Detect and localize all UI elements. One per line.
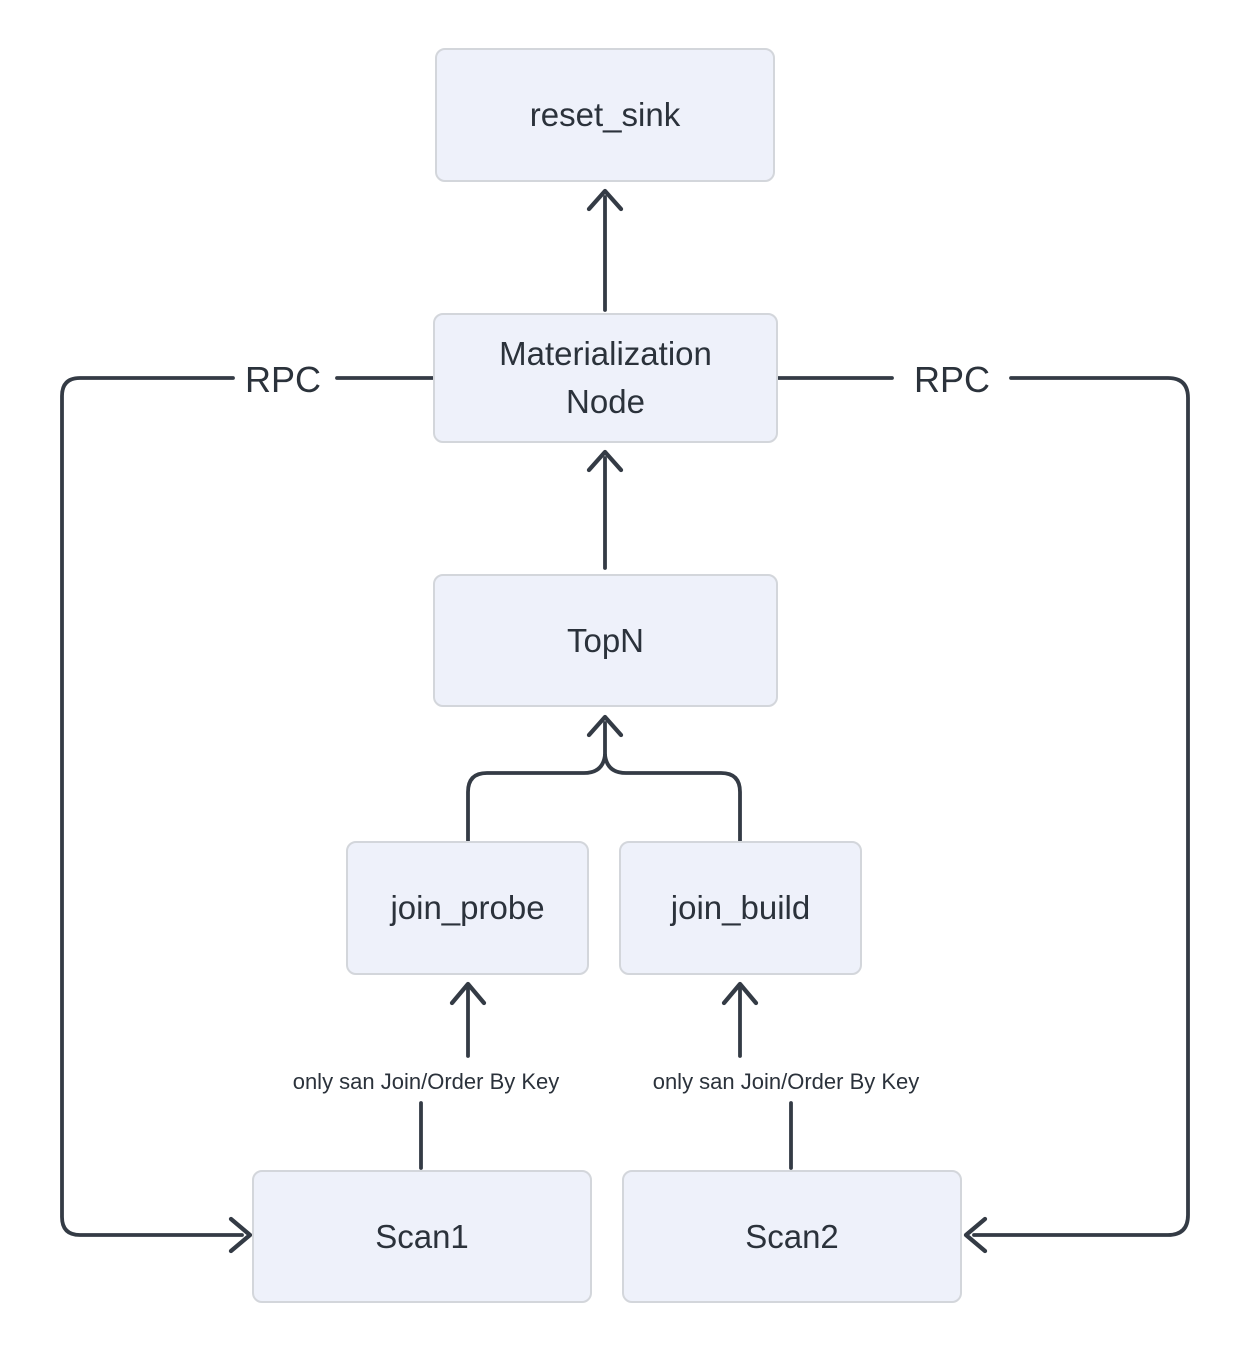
edge-rpc-right <box>776 376 1190 1254</box>
node-join-build-label: join_build <box>670 889 811 927</box>
node-materialization: Materialization Node <box>433 313 778 443</box>
edge-materialization-to-reset-sink <box>586 188 624 312</box>
edge-scan1-to-join-probe <box>419 981 487 1170</box>
node-join-probe-label: join_probe <box>390 889 545 927</box>
edge-scan2-to-join-build <box>721 981 793 1170</box>
node-reset-sink-label: reset_sink <box>529 96 681 134</box>
node-scan1: Scan1 <box>252 1170 592 1303</box>
node-materialization-label: Materialization Node <box>499 335 712 420</box>
node-reset-sink: reset_sink <box>435 48 775 182</box>
node-topn: TopN <box>433 574 778 707</box>
node-join-build: join_build <box>619 841 862 975</box>
edge-joins-to-topn <box>466 714 742 843</box>
node-join-probe: join_probe <box>346 841 589 975</box>
edge-rpc-left <box>60 376 435 1254</box>
rpc-label-left: RPC <box>238 359 328 401</box>
edge-note-scan2: only san Join/Order By Key <box>648 1069 924 1095</box>
edge-topn-to-materialization <box>586 449 624 570</box>
edge-note-scan1: only san Join/Order By Key <box>288 1069 564 1095</box>
rpc-label-right: RPC <box>907 359 997 401</box>
node-topn-label: TopN <box>566 621 645 659</box>
node-scan2: Scan2 <box>622 1170 962 1303</box>
node-scan1-label: Scan1 <box>375 1217 469 1255</box>
node-scan2-label: Scan2 <box>745 1217 839 1255</box>
